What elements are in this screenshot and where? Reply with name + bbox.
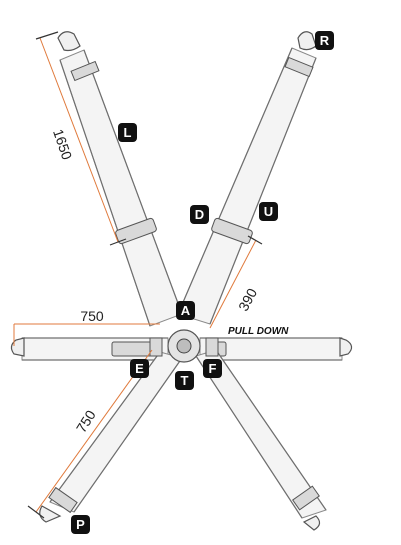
crotch-right-buckle <box>292 485 320 511</box>
badge-F: F <box>203 359 222 378</box>
crotch-strap-left <box>39 351 183 523</box>
crotch-left-buckle <box>48 486 78 514</box>
crotch-right-hook <box>302 515 321 531</box>
badge-A: A <box>176 301 195 320</box>
left-shoulder-buckle <box>115 217 157 245</box>
pull-down-label: PULL DOWN <box>228 326 289 337</box>
buckle-tongue-left <box>149 337 163 357</box>
badge-E: E <box>130 359 149 378</box>
crotch-strap-right <box>195 349 327 531</box>
svg-text:D: D <box>195 207 204 222</box>
svg-text:A: A <box>181 303 191 318</box>
badge-R: R <box>315 31 334 50</box>
svg-text:R: R <box>320 33 330 48</box>
right-shoulder-hook <box>297 31 317 51</box>
svg-text:F: F <box>209 361 217 376</box>
dimension-lap: 750 <box>13 308 160 346</box>
svg-text:E: E <box>135 361 144 376</box>
right-shoulder-strap <box>177 31 317 325</box>
badge-P: P <box>71 515 90 534</box>
svg-text:P: P <box>76 517 85 532</box>
lap-right-hook <box>339 337 353 357</box>
badge-U: U <box>259 202 278 221</box>
lap-left-adjuster <box>111 341 153 357</box>
svg-text:T: T <box>181 373 189 388</box>
left-shoulder-strap <box>57 31 183 327</box>
lap-left-hook <box>10 337 25 357</box>
svg-text:U: U <box>264 204 273 219</box>
dim-lap-label: 750 <box>80 308 104 324</box>
right-shoulder-adjuster <box>284 56 314 78</box>
badge-L: L <box>118 123 137 142</box>
buckle-tongue-right <box>205 337 219 357</box>
svg-text:L: L <box>124 125 132 140</box>
central-buckle <box>149 329 219 363</box>
lap-belt-left <box>10 337 169 361</box>
left-shoulder-adjuster <box>70 60 100 82</box>
dim-crotch-label: 750 <box>73 407 99 435</box>
left-shoulder-hook <box>57 31 81 52</box>
dim-upper-label: 390 <box>235 285 260 313</box>
crotch-left-hook <box>39 505 62 523</box>
badge-D: D <box>190 205 209 224</box>
lap-belt-right <box>199 337 353 361</box>
dim-shoulder-label: 1650 <box>50 127 75 162</box>
badge-T: T <box>175 371 194 390</box>
